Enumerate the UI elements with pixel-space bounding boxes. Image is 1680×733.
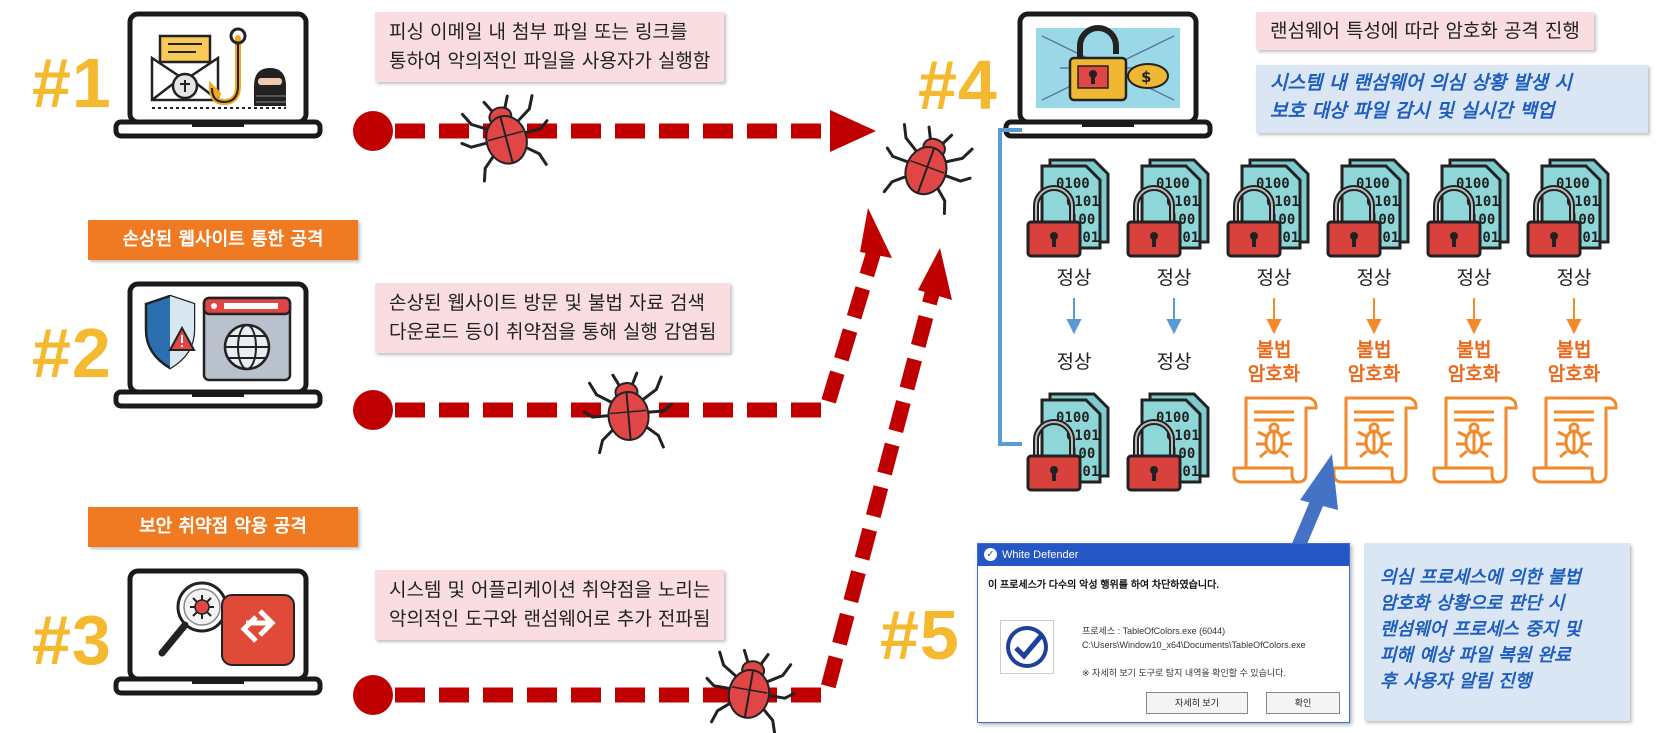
ransomware-lock-screen-icon: $	[1036, 25, 1180, 108]
locked-binary-file-icon	[1028, 160, 1108, 256]
file-state-label: 정상	[1156, 267, 1192, 289]
encrypted-scroll-bug-icon	[1232, 396, 1318, 484]
phishing-email-icon	[150, 34, 220, 102]
hacker-icon	[254, 68, 286, 106]
locked-binary-file-icon	[1128, 394, 1208, 490]
laptop-icon-vulnerability	[116, 571, 320, 693]
checkmark-shield-icon	[1000, 620, 1054, 674]
dialog-title: White Defender	[1002, 549, 1079, 561]
step-number-5: #5	[880, 596, 960, 674]
laptop-icon-website	[116, 284, 320, 406]
ok-button[interactable]: 확인	[1266, 692, 1340, 714]
dialog-heading: 이 프로세스가 다수의 악성 행위를 하여 차단하였습니다.	[988, 580, 1220, 591]
attack-arrow-1	[353, 110, 876, 152]
remote-desktop-icon	[221, 594, 295, 666]
encrypted-scroll-bug-icon	[1332, 396, 1418, 484]
file-state-label-encrypted: 불법 암호화	[1347, 339, 1401, 385]
encrypted-scroll-bug-icon	[1432, 396, 1518, 484]
locked-binary-file-icon	[1328, 160, 1408, 256]
step-4-header: 랜섬웨어 특성에 따라 암호화 공격 진행	[1256, 12, 1594, 50]
white-defender-dialog: ✓ White Defender 이 프로세스가 다수의 악성 행위를 하여 차…	[977, 543, 1350, 723]
attack-tag-website: 손상된 웹사이트 통한 공격	[88, 220, 358, 260]
browser-window-icon	[202, 296, 292, 382]
file-state-label-encrypted: 불법 암호화	[1547, 339, 1601, 385]
dialog-hint-line: ※ 자세히 보기 도구로 탐지 내역을 확인할 수 있습니다.	[1082, 668, 1286, 678]
fishing-hook-icon	[208, 27, 247, 106]
file-state-label-encrypted: 불법 암호화	[1247, 339, 1301, 385]
laptop-icon-phishing	[116, 14, 320, 136]
locked-binary-file-icon	[1128, 160, 1208, 256]
security-shield-icon	[144, 294, 196, 370]
file-state-label: 정상	[1456, 267, 1492, 289]
dialog-process-line: 프로세스 : TableOfColors.exe (6044)	[1082, 626, 1226, 636]
dialog-path-line: C:\Users\Window10_x64\Documents\TableOfC…	[1082, 640, 1306, 650]
file-state-label: 정상	[1556, 267, 1592, 289]
laptop-icon-ransomware: $	[1006, 14, 1210, 136]
attack-arrow-2	[353, 208, 892, 430]
locked-binary-file-icon	[1428, 160, 1508, 256]
state-arrows	[1066, 298, 1582, 335]
malware-bug-icon	[871, 114, 984, 220]
step-3-description: 시스템 및 어플리케이션 취약점을 노리는 악의적인 도구와 랜섬웨어로 추가 …	[375, 570, 725, 640]
details-button[interactable]: 자세히 보기	[1146, 692, 1248, 714]
svg-text:$: $	[1141, 68, 1151, 86]
step-number-3: #3	[32, 601, 112, 679]
step-1-description: 피싱 이메일 내 첨부 파일 또는 링크를 통하여 악의적인 파일을 사용자가 …	[375, 12, 725, 82]
magnifier-virus-icon	[158, 581, 228, 657]
step-5-note: 의심 프로세스에 의한 불법 암호화 상황으로 판단 시 랜섬웨어 프로세스 중…	[1364, 543, 1630, 721]
step-number-4: #4	[918, 46, 998, 124]
locked-binary-file-icon	[1028, 394, 1108, 490]
file-row-original	[1028, 160, 1608, 256]
step-2-description: 손상된 웹사이트 방문 및 불법 자료 검색 다운로드 등이 취약점을 통해 실…	[375, 283, 731, 353]
attack-tag-vulnerability: 보안 취약점 악용 공격	[88, 507, 358, 547]
file-state-label-encrypted: 불법 암호화	[1447, 339, 1501, 385]
locked-binary-file-icon	[1228, 160, 1308, 256]
locked-binary-file-icon	[1528, 160, 1608, 256]
file-state-label: 정상	[1356, 267, 1392, 289]
file-state-label: 정상	[1156, 351, 1192, 373]
encrypted-scroll-bug-icon	[1532, 396, 1618, 484]
file-state-label: 정상	[1056, 267, 1092, 289]
file-state-label: 정상	[1256, 267, 1292, 289]
dialog-title-bar: ✓ White Defender	[978, 544, 1349, 566]
step-number-1: #1	[32, 44, 112, 122]
attack-arrow-3	[353, 248, 952, 715]
file-state-label: 정상	[1056, 351, 1092, 373]
step-number-2: #2	[32, 314, 112, 392]
step-4-note: 시스템 내 랜섬웨어 의심 상황 발생 시 보호 대상 파일 감시 및 실시간 …	[1256, 65, 1648, 133]
check-icon: ✓	[984, 548, 997, 561]
backup-bracket	[998, 128, 1022, 446]
